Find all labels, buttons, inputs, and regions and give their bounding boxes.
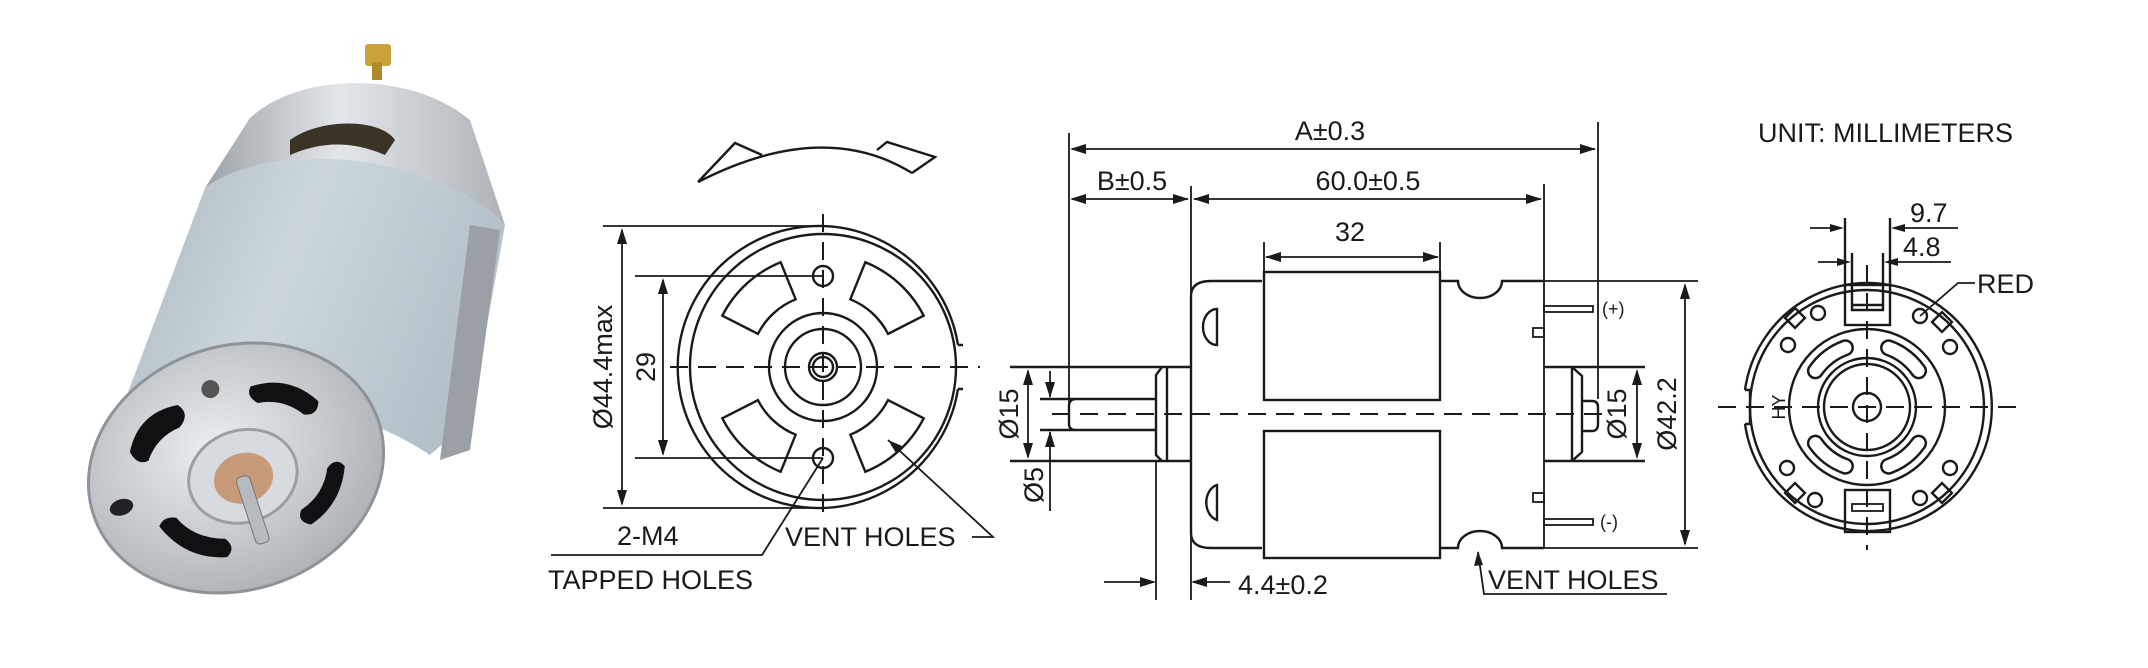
- vent-hole: [720, 260, 798, 336]
- arrowheads: [1070, 144, 1596, 262]
- screw-hole: [1941, 459, 1959, 477]
- arc-slots: [1806, 339, 1928, 475]
- arrowheads: [1830, 224, 1905, 266]
- side-vent-holes-label: VENT HOLES: [1488, 565, 1659, 595]
- vent-holes: [720, 260, 926, 474]
- vent-hole: [848, 260, 926, 336]
- outer-dia-label: Ø44.4max: [588, 304, 618, 429]
- overall-length-label: A±0.3: [1295, 116, 1365, 146]
- vent-slot: [300, 461, 345, 525]
- brush-clip: [1930, 310, 1954, 334]
- tab: [1532, 492, 1545, 503]
- vent-slot: [159, 517, 232, 558]
- red-label: RED: [1977, 269, 2034, 299]
- vent-hole: [720, 398, 798, 474]
- screw-hole: [1911, 307, 1929, 325]
- screw-holes: [1778, 304, 1959, 509]
- vent-holes-label: VENT HOLES: [785, 522, 956, 552]
- screw-hole: [1941, 338, 1959, 356]
- arrowheads: [888, 440, 902, 453]
- magnet-length-label: 32: [1335, 217, 1365, 247]
- terminal-positive: [1543, 305, 1594, 313]
- rear-flange-dia-label: Ø15: [1602, 388, 1632, 439]
- bearing: [807, 351, 839, 383]
- front-flange: [1010, 365, 1191, 463]
- rear-can: [205, 83, 505, 225]
- magnet-top: [1262, 270, 1442, 402]
- vent-leader: [1477, 551, 1667, 595]
- magnet-bottom: [1262, 429, 1442, 560]
- terminal-top-body: [1843, 218, 1892, 312]
- terminal-tab: [365, 44, 391, 66]
- screw-hole: [1809, 304, 1827, 322]
- screw-hole: [1778, 459, 1796, 477]
- dim-hole-spacing: [635, 275, 823, 459]
- terminal-outer-label: 9.7: [1910, 198, 1948, 228]
- red-leader: [1919, 282, 1975, 317]
- side-view: A±0.3 B±0.5 60.0±0.5 32 Ø15 Ø5 Ø15 Ø42.2…: [994, 116, 1698, 600]
- arc-slot-inner: [1809, 437, 1852, 473]
- shaft: [236, 475, 270, 545]
- brush-clip: [1783, 481, 1807, 505]
- dim-terminal: [1810, 227, 1958, 263]
- vent-hole: [848, 398, 926, 474]
- vent-leader: [887, 439, 996, 538]
- tab: [1532, 327, 1545, 338]
- terminal-positive-label: (+): [1602, 299, 1625, 319]
- dim-outer-dia: [603, 225, 823, 509]
- motor-photo: [86, 44, 505, 595]
- dim-overall: [1072, 148, 1595, 258]
- rear-flange: [1544, 365, 1645, 463]
- arc-slot-inner: [1882, 341, 1925, 377]
- body-outline: [1189, 279, 1544, 550]
- rear-window: [290, 123, 395, 155]
- terminal-negative-label: (-): [1600, 512, 1618, 532]
- mount-hole: [109, 498, 134, 516]
- marking-label: HY: [1769, 394, 1789, 419]
- body-length-label: 60.0±0.5: [1316, 166, 1421, 196]
- hole-spacing-label: 29: [631, 352, 661, 382]
- can-side: [440, 225, 500, 460]
- arc-slot-inner: [1882, 437, 1925, 473]
- front-flange-dia-label: Ø15: [994, 388, 1024, 439]
- front-view: Ø44.4max 29 2-M4 TAPPED HOLES VENT HOLES: [548, 140, 996, 595]
- tapped-hole: [201, 380, 220, 399]
- shaft-length-label: B±0.5: [1097, 166, 1167, 196]
- terminal-inner-label: 4.8: [1903, 232, 1941, 262]
- arc-slot-inner: [1809, 341, 1852, 377]
- terminal-negative: [1543, 518, 1594, 526]
- screw-hole: [1911, 489, 1929, 507]
- end-view: UNIT: MILLIMETERS HY 9.7 4.8 RED: [1718, 118, 2034, 550]
- arrowheads: [1023, 369, 1055, 459]
- screw-hole: [1806, 491, 1824, 509]
- unit-label: UNIT: MILLIMETERS: [1758, 118, 2013, 148]
- terminal-stem: [372, 62, 382, 80]
- brush-clip: [1930, 481, 1954, 505]
- screw-hole: [1779, 336, 1797, 354]
- vent-slot: [249, 382, 319, 415]
- rotation-arrow: [697, 140, 938, 184]
- flange-thickness-label: 4.4±0.2: [1238, 570, 1328, 600]
- arrowheads: [1140, 577, 1207, 587]
- arrowheads: [1474, 551, 1483, 566]
- notch: [958, 343, 963, 391]
- brush-clip: [1783, 306, 1807, 330]
- body-dia-label: Ø42.2: [1652, 377, 1682, 451]
- vent-slot: [129, 404, 185, 463]
- tapped-leader: [551, 457, 824, 556]
- thread-label: 2-M4: [617, 521, 679, 551]
- housing-marks: [1201, 307, 1219, 522]
- shaft-dia-label: Ø5: [1019, 467, 1049, 503]
- tapped-holes-label: TAPPED HOLES: [548, 565, 753, 595]
